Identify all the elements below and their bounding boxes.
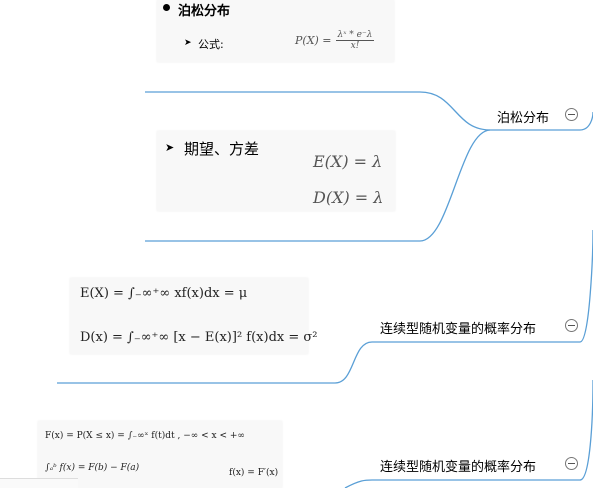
arrow-bullet-icon: ➤	[165, 141, 175, 154]
collapse-continuous-1-icon[interactable]	[565, 319, 578, 332]
density-formula: f(x) = F′(x)	[229, 468, 279, 478]
connector-trunk-cont1	[579, 229, 593, 343]
pmf-fraction: λˣ * e⁻λ x!	[335, 30, 375, 51]
continuous-expectation-image: E(X) = ∫₋∞⁺∞ xf(x)dx = μ D(x) = ∫₋∞⁺∞ [x…	[70, 278, 317, 354]
cdf-formula: F(x) = P(X ≤ x) = ∫₋∞ˣ f(t)dt , −∞ < x <…	[45, 431, 245, 441]
interval-formula: ∫ₐᵇ f(x) = F(b) − F(a)	[45, 463, 140, 473]
expectation-title: 期望、方差	[184, 140, 260, 158]
pmf-lhs: P(X) =	[295, 34, 332, 47]
expectation-variance-image: ➤ 期望、方差 E(X) = λ D(X) = λ	[157, 131, 395, 211]
poisson-pmf: P(X) = λˣ * e⁻λ x!	[295, 30, 375, 51]
pmf-numerator: λˣ * e⁻λ	[335, 30, 375, 41]
continuous-expectation-formula: E(X) = ∫₋∞⁺∞ xf(x)dx = μ	[80, 286, 248, 301]
bullet-icon	[163, 4, 170, 11]
topic-continuous-1[interactable]: 连续型随机变量的概率分布	[380, 322, 537, 337]
horizontal-scrollbar[interactable]	[0, 478, 78, 488]
poisson-formula-image: 泊松分布 ➤ 公式: P(X) = λˣ * e⁻λ x!	[157, 0, 394, 62]
continuous-variance-formula: D(x) = ∫₋∞⁺∞ [x − E(x)]² f(x)dx = σ²	[80, 330, 318, 345]
connector-trunk-poisson	[579, 111, 593, 131]
poisson-title: 泊松分布	[178, 4, 231, 19]
topic-continuous-2[interactable]: 连续型随机变量的概率分布	[380, 460, 537, 475]
arrow-bullet-icon: ➤	[184, 38, 192, 48]
variance-formula: D(X) = λ	[313, 188, 384, 207]
expectation-formula: E(X) = λ	[313, 152, 383, 171]
collapse-continuous-2-icon[interactable]	[565, 457, 578, 470]
pmf-denominator: x!	[350, 41, 360, 51]
formula-label: 公式:	[198, 38, 224, 51]
distribution-function-image: F(x) = P(X ≤ x) = ∫₋∞ˣ f(t)dt , −∞ < x <…	[38, 421, 282, 488]
topic-poisson[interactable]: 泊松分布	[497, 111, 550, 126]
collapse-poisson-icon[interactable]	[565, 108, 578, 121]
